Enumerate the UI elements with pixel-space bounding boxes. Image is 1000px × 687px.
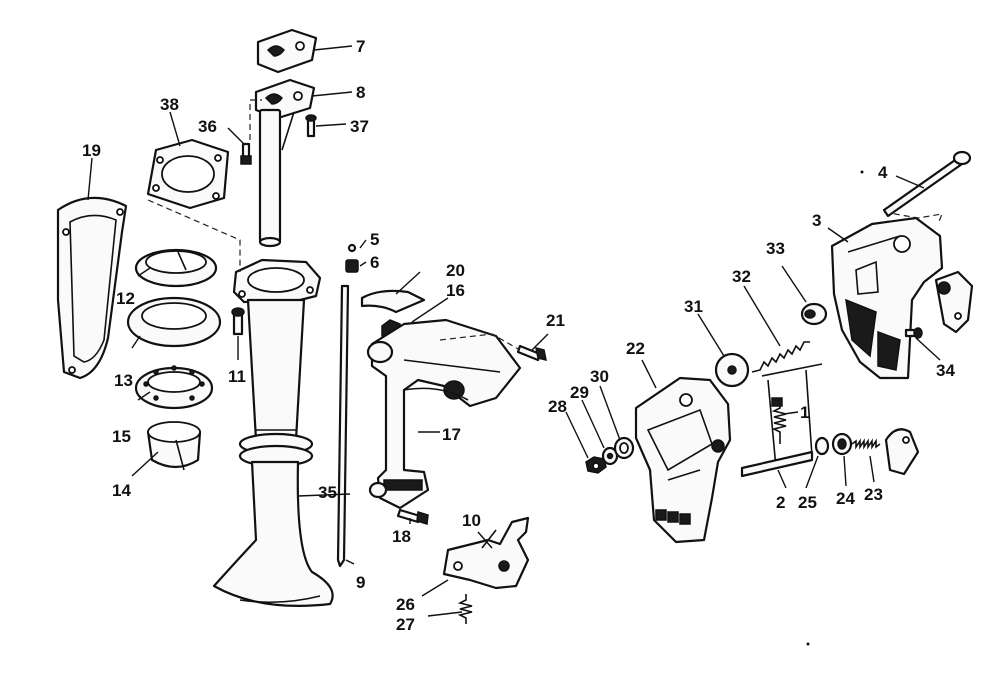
- speck: [806, 642, 810, 646]
- part-4-bolt: [882, 150, 972, 218]
- callout-14: 14: [112, 481, 131, 500]
- part-20-clip: [360, 289, 426, 314]
- callout-37: 37: [350, 117, 369, 136]
- part-31-washer: [714, 352, 750, 388]
- part-27-spring: [457, 594, 473, 624]
- callout-22: 22: [626, 339, 645, 358]
- part-28-nut: [585, 456, 607, 474]
- part-8-plate: [254, 78, 316, 151]
- part-24-washer: [831, 432, 853, 456]
- part-6-nut: [345, 259, 359, 273]
- part-23-screw-bracket: [851, 428, 920, 476]
- callout-27: 27: [396, 615, 415, 634]
- callout-8: 8: [356, 83, 365, 102]
- part-10-26-lock-plate: [442, 516, 530, 590]
- callout-17: 17: [442, 425, 461, 444]
- part-14-bushing: [146, 421, 202, 471]
- part-9-rod: [336, 284, 350, 568]
- callout-16: 16: [446, 281, 465, 300]
- part-30-bushing: [613, 436, 635, 460]
- callout-9: 9: [356, 573, 365, 592]
- callout-18: 18: [392, 527, 411, 546]
- part-17-swivel-bracket: [366, 318, 522, 510]
- part-32-spring: [751, 341, 810, 373]
- part-36-screw: [240, 99, 262, 165]
- callout-11: 11: [228, 367, 246, 386]
- callout-32: 32: [732, 267, 751, 286]
- part-3-clamp-bracket: [830, 216, 974, 380]
- part-37-screw: [305, 114, 317, 138]
- part-13-ring: [126, 296, 222, 348]
- callout-38: 38: [160, 95, 179, 114]
- part-33-bushing: [800, 302, 828, 326]
- part-5-ball: [347, 243, 357, 253]
- part-19-cover: [56, 196, 128, 380]
- part-25-washer: [814, 436, 830, 456]
- part-22-clamp-bracket: [634, 376, 732, 544]
- part-35-housing: [212, 258, 334, 607]
- callout-3: 3: [812, 211, 821, 230]
- callout-21: 21: [546, 311, 565, 330]
- part-7-plate: [256, 28, 318, 74]
- part-34-screw: [904, 327, 923, 339]
- callout-15: 15: [112, 427, 131, 446]
- callout-19: 19: [82, 141, 101, 160]
- callout-36: 36: [198, 117, 217, 136]
- callout-26: 26: [396, 595, 415, 614]
- part-1-2-reverse-lock: [740, 363, 823, 478]
- callout-23: 23: [864, 485, 883, 504]
- callout-13: 13: [114, 371, 133, 390]
- alignment-line-38: [147, 199, 241, 272]
- callout-25: 25: [798, 493, 817, 512]
- part-11-screw: [231, 307, 245, 336]
- upper-tube: [258, 108, 282, 248]
- callout-30: 30: [590, 367, 609, 386]
- callout-6: 6: [370, 253, 379, 272]
- callout-12: 12: [116, 289, 135, 308]
- callout-29: 29: [570, 383, 589, 402]
- callout-labels: 1 2 3 4 5 6 7 8 9 10 11 12 13 14 15 16 1…: [82, 37, 955, 634]
- callout-35: 35: [318, 483, 337, 502]
- callout-2: 2: [776, 493, 785, 512]
- speck: [860, 170, 864, 174]
- callout-20: 20: [446, 261, 465, 280]
- alignment-line-4: [883, 211, 943, 225]
- alignment-line-21: [439, 333, 521, 351]
- callout-5: 5: [370, 230, 379, 249]
- callout-34: 34: [936, 361, 955, 380]
- callout-28: 28: [548, 397, 567, 416]
- part-15-ring: [134, 365, 214, 410]
- callout-33: 33: [766, 239, 785, 258]
- callout-10: 10: [462, 511, 481, 530]
- leader-lines: [87, 45, 941, 617]
- callout-31: 31: [684, 297, 703, 316]
- part-12-ring: [134, 248, 218, 288]
- callout-7: 7: [356, 37, 365, 56]
- callout-1: 1: [800, 403, 809, 422]
- callout-24: 24: [836, 489, 855, 508]
- part-38-gasket: [146, 138, 230, 210]
- callout-4: 4: [878, 163, 888, 182]
- part-21-bolt: [516, 344, 547, 362]
- part-18-bolt: [396, 508, 429, 525]
